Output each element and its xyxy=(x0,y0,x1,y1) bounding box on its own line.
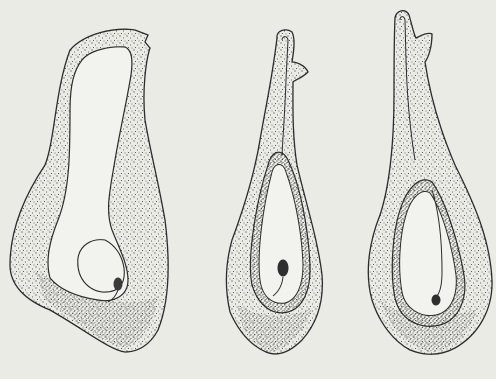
figure-left xyxy=(10,29,168,352)
figure-middle xyxy=(226,30,322,354)
embryo-right xyxy=(432,295,441,306)
embryo-left xyxy=(114,278,123,291)
embryo-middle xyxy=(278,260,289,277)
figure-right xyxy=(368,11,492,355)
